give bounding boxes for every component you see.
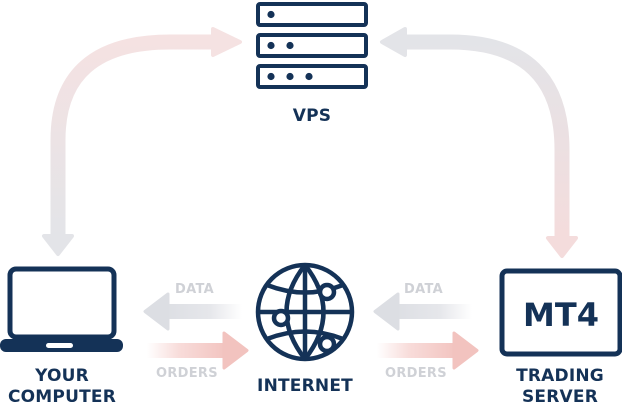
trading-server-label: TRADING SERVER <box>498 366 622 408</box>
computer-label-line2: COMPUTER <box>7 387 116 407</box>
trading-server-label-line2: SERVER <box>521 387 598 407</box>
right-orders-label: ORDERS <box>385 366 447 381</box>
globe-icon <box>255 262 355 362</box>
mt4-monitor-icon <box>499 268 622 357</box>
trading-server-label-line1: TRADING <box>516 366 604 386</box>
orders-arrow-left <box>147 331 249 370</box>
server-rack-icon <box>256 2 368 89</box>
computer-label: YOUR COMPUTER <box>0 366 124 408</box>
curve-arrow-vps-server <box>380 27 578 258</box>
data-arrow-right <box>373 292 472 331</box>
computer-label-line1: YOUR <box>35 366 89 386</box>
curve-arrow-computer-vps <box>42 27 242 256</box>
data-arrow-left <box>143 292 242 331</box>
left-orders-label: ORDERS <box>156 366 218 381</box>
vps-label: VPS <box>292 106 332 126</box>
laptop-icon <box>0 266 123 352</box>
orders-arrow-right <box>377 331 479 370</box>
mt4-screen-text: MT4 <box>523 296 599 334</box>
internet-label: INTERNET <box>257 376 353 396</box>
right-data-label: DATA <box>404 282 443 297</box>
left-data-label: DATA <box>175 282 214 297</box>
